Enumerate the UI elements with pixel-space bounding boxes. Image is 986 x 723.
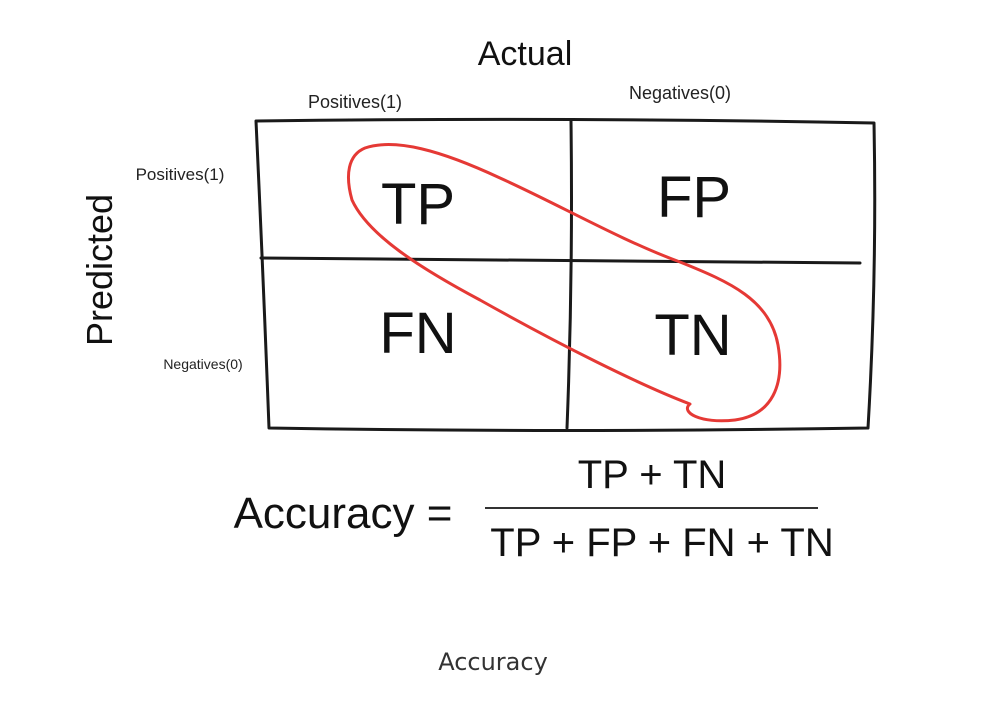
formula-denominator: TP + FP + FN + TN [490, 521, 833, 565]
formula-numerator: TP + TN [578, 453, 727, 497]
cell-false-positive: FP [657, 165, 731, 230]
matrix-border [254, 117, 877, 432]
row-header-positives: Positives(1) [136, 165, 225, 184]
matrix-horizontal-divider [259, 256, 862, 265]
row-header-negatives: Negatives(0) [163, 356, 242, 372]
predicted-axis-label: Predicted [79, 194, 120, 346]
column-header-negatives: Negatives(0) [629, 83, 731, 103]
diagonal-highlight-loop [346, 143, 782, 423]
formula-lhs: Accuracy = [234, 489, 453, 538]
cell-true-negative: TN [654, 303, 731, 368]
column-header-positives: Positives(1) [308, 92, 402, 112]
matrix-grid [254, 117, 877, 432]
actual-axis-label: Actual [478, 35, 573, 73]
cell-true-positive: TP [381, 172, 455, 237]
figure-caption: Accuracy [438, 648, 548, 676]
matrix-vertical-divider [565, 119, 573, 430]
cell-false-negative: FN [379, 301, 456, 366]
